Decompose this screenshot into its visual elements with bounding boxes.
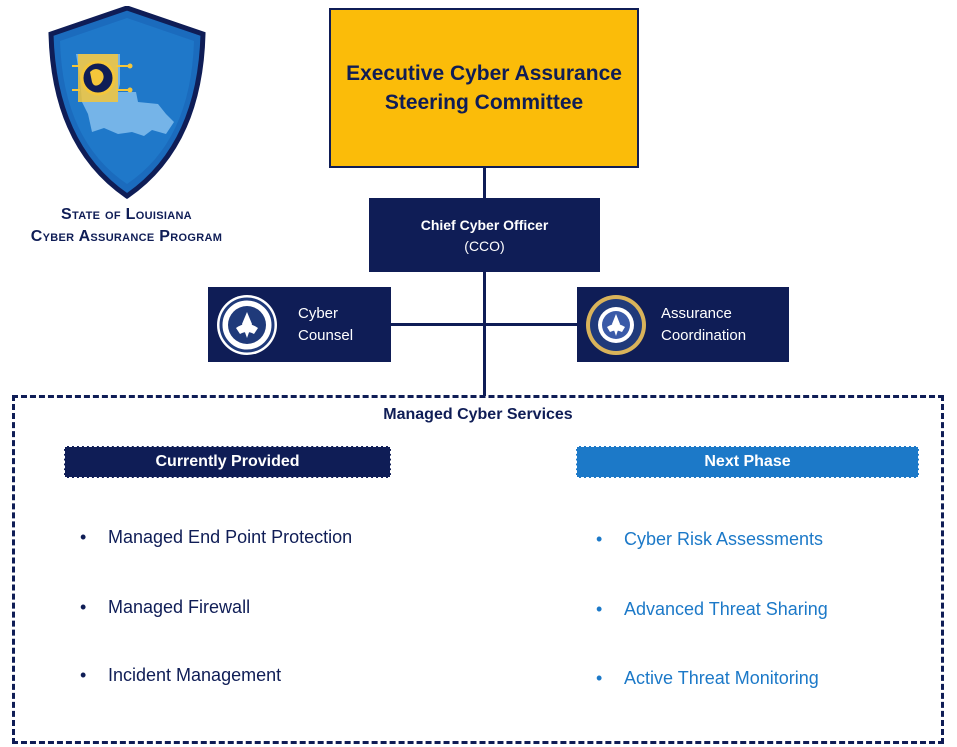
bullet-icon: • bbox=[80, 665, 87, 685]
executive-label-line2: Steering Committee bbox=[384, 91, 584, 114]
cyber-counsel-box: Cyber Counsel bbox=[208, 287, 391, 362]
currently-provided-header: Currently Provided bbox=[64, 446, 391, 478]
list-item-text: Advanced Threat Sharing bbox=[624, 599, 828, 619]
chief-cyber-officer-box: Chief Cyber Officer (CCO) bbox=[369, 198, 600, 272]
state-seal-icon bbox=[217, 294, 277, 355]
list-item-text: Active Threat Monitoring bbox=[624, 668, 819, 688]
program-shield-logo bbox=[48, 6, 206, 200]
bullet-icon: • bbox=[80, 597, 87, 617]
cyber-counsel-line2: Counsel bbox=[298, 326, 354, 344]
managed-services-container bbox=[12, 395, 944, 744]
executive-label-line1: Executive Cyber Assurance bbox=[346, 62, 622, 85]
cco-abbr: (CCO) bbox=[464, 237, 505, 254]
program-title-line2: Cyber Assurance Program bbox=[30, 228, 223, 245]
assurance-line2: Coordination bbox=[661, 326, 747, 344]
list-item-text: Cyber Risk Assessments bbox=[624, 529, 824, 549]
list-item: • Managed End Point Protection bbox=[80, 527, 353, 548]
next-phase-header: Next Phase bbox=[576, 446, 919, 478]
list-item-text: Managed Firewall bbox=[108, 597, 251, 617]
bullet-icon: • bbox=[80, 527, 87, 547]
connector-horizontal bbox=[390, 323, 577, 326]
program-title-line1: State of Louisiana bbox=[61, 206, 192, 223]
list-item-text: Incident Management bbox=[108, 665, 282, 685]
managed-services-title: Managed Cyber Services bbox=[383, 406, 573, 423]
program-title: State of Louisiana Cyber Assurance Progr… bbox=[0, 204, 253, 248]
list-item-text: Managed End Point Protection bbox=[108, 527, 353, 547]
assurance-line1: Assurance bbox=[661, 304, 732, 322]
executive-steering-committee-box: Executive Cyber Assurance Steering Commi… bbox=[329, 8, 639, 168]
list-item: • Active Threat Monitoring bbox=[596, 668, 819, 689]
cyber-counsel-line1: Cyber bbox=[298, 304, 339, 322]
connector-exec-cco bbox=[483, 168, 486, 198]
cco-title: Chief Cyber Officer bbox=[420, 216, 549, 233]
list-item: • Advanced Threat Sharing bbox=[596, 599, 828, 620]
homeland-seal-icon bbox=[586, 294, 646, 355]
bullet-icon: • bbox=[596, 668, 603, 688]
list-item: • Managed Firewall bbox=[80, 597, 251, 618]
assurance-coordination-box: Assurance Coordination bbox=[577, 287, 789, 362]
list-item: • Incident Management bbox=[80, 665, 282, 686]
connector-cco-services bbox=[483, 272, 486, 396]
globe-icon bbox=[72, 54, 133, 102]
list-item: • Cyber Risk Assessments bbox=[596, 529, 824, 550]
bullet-icon: • bbox=[596, 599, 603, 619]
bullet-icon: • bbox=[596, 529, 603, 549]
